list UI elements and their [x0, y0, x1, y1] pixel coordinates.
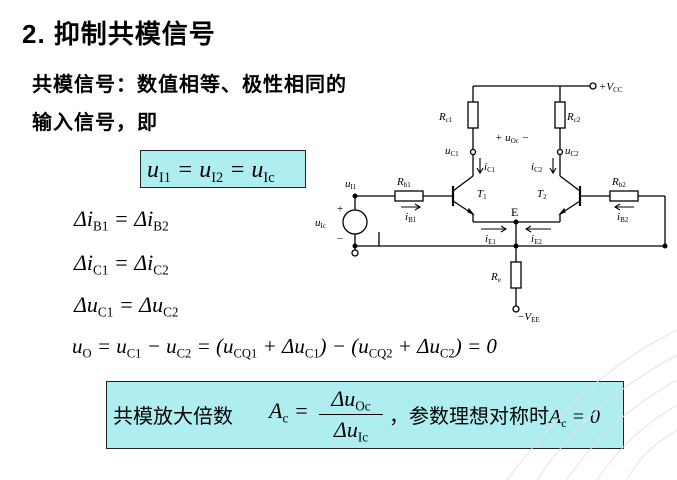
common-mode-equality-box: uI1 = uI2 = uIc: [140, 150, 306, 188]
vcc-label: +VCC: [599, 81, 623, 94]
rc1-label: Rc1: [438, 111, 453, 124]
background-decoration: [506, 329, 677, 480]
source-plus-label: +: [337, 203, 343, 215]
definition-line-1: 共模信号：数值相等、极性相同的: [32, 72, 347, 96]
node-e-label: E: [511, 205, 518, 219]
ic1-label: iC1: [484, 161, 496, 174]
gain-result: Ac = 0: [549, 406, 601, 431]
fraction-bar: [319, 414, 383, 415]
t2-emitter-arrow: [558, 207, 566, 216]
uoc-label: + uOc −: [495, 132, 529, 145]
page-title: 2.抑制共模信号: [22, 14, 216, 51]
rb1-resistor: [394, 190, 424, 202]
rb1-label: Rb1: [396, 176, 411, 189]
vee-label: −VEE: [517, 311, 540, 322]
uic-label: uIc: [315, 217, 326, 230]
common-mode-gain-box: 共模放大倍数 Ac = ΔuOc ΔuIc ，参数理想对称时Ac = 0: [106, 381, 624, 449]
equality-formula: uI1 = uI2 = uIc: [147, 157, 275, 187]
input-source: [342, 209, 368, 235]
gain-numerator: ΔuOc: [331, 386, 371, 414]
t1-label: T1: [477, 188, 487, 201]
gain-symbol: Ac =: [269, 398, 309, 426]
differential-amplifier-circuit: +VCC −VEE Rc1 Rc2 Rb1 Rb2 Re uC1 uC2 + u…: [315, 81, 668, 322]
vcc-terminal: [589, 82, 597, 90]
ie1-label: iE1: [485, 233, 496, 246]
ic2-label: iC2: [531, 161, 543, 174]
t1-emitter-arrow: [467, 207, 475, 216]
source-minus-label: −: [337, 233, 343, 245]
t2-collector: [559, 175, 581, 192]
delta-equation-ib: ΔiB1 = ΔiB2: [74, 206, 169, 234]
ib1-arrow: [401, 203, 422, 211]
gain-condition: ，参数理想对称时Ac = 0: [389, 400, 600, 429]
gain-fraction: ΔuOc ΔuIc: [319, 386, 383, 445]
uc1-label: uC1: [445, 145, 459, 158]
rc1-resistor: [467, 101, 479, 129]
ic2-arrow: [549, 158, 557, 175]
ground-terminal: [351, 249, 359, 257]
rb2-resistor: [609, 190, 639, 202]
rc2-label: Rc2: [566, 111, 581, 124]
definition-line-2: 输入信号，即: [32, 110, 158, 134]
re-label: Re: [490, 271, 501, 284]
vee-terminal: [512, 305, 520, 313]
delta-equation-uc: ΔuC1 = ΔuC2: [74, 292, 179, 320]
output-voltage-equation: uO = uC1 − uC2 = (uCQ1 + ΔuC1) − (uCQ2 +…: [72, 334, 497, 361]
title-number: 2.: [22, 19, 46, 49]
ie1-arrow: [481, 225, 508, 233]
gain-label: 共模放大倍数: [113, 404, 233, 428]
ie2-arrow: [524, 225, 551, 233]
title-text: 抑制共模信号: [53, 20, 216, 50]
rb2-label: Rb2: [611, 176, 626, 189]
gain-denominator: ΔuIc: [333, 417, 369, 445]
ic1-arrow: [476, 158, 484, 175]
gain-condition-text: ，参数理想对称时: [389, 404, 549, 428]
rc2-resistor: [554, 101, 566, 129]
uc2-node: [556, 148, 564, 156]
ib2-label: iB2: [617, 211, 629, 224]
ib1-label: iB1: [405, 211, 417, 224]
ib2-arrow: [613, 203, 634, 211]
ie2-label: iE2: [531, 233, 542, 246]
uc2-label: uC2: [565, 145, 579, 158]
t2-label: T2: [537, 188, 547, 201]
t1-collector: [452, 175, 474, 192]
uc1-node: [469, 148, 477, 156]
delta-equation-ic: ΔiC1 = ΔiC2: [74, 250, 169, 278]
node-e: [513, 219, 519, 225]
ui1-node: [352, 193, 358, 199]
ui1-label: uI1: [345, 178, 357, 191]
re-resistor: [510, 261, 522, 289]
